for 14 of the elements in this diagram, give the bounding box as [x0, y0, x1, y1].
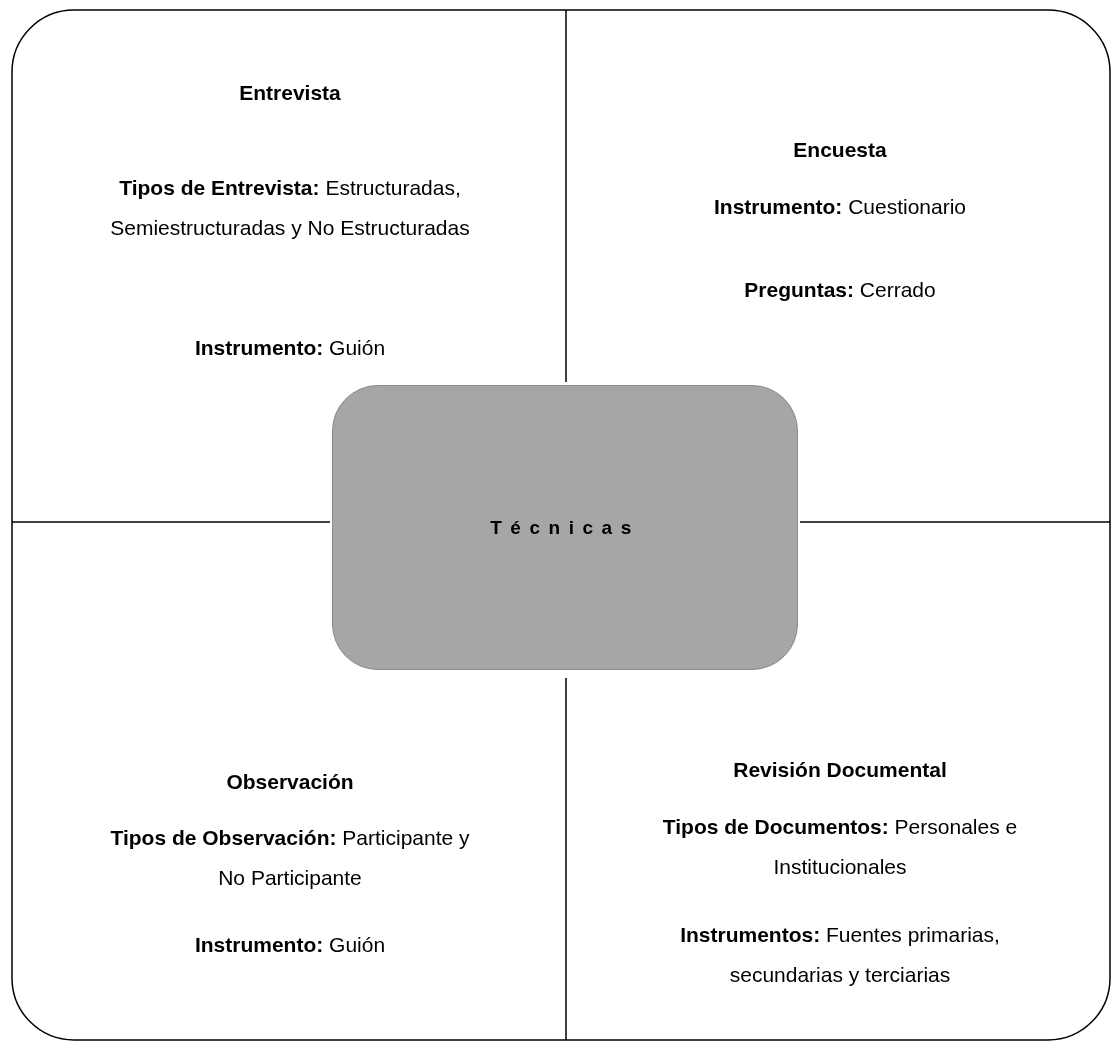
description-text: Preguntas: Cerrado — [743, 277, 937, 303]
section-heading: Encuesta — [792, 137, 888, 163]
description-text: Instrumento: Cuestionario — [712, 194, 968, 220]
central-box — [332, 385, 798, 670]
description-text: Instrumentos: Fuentes primarias, secundarias y terciarias — [679, 922, 1001, 988]
description-text: Instrumento: Guión — [193, 932, 387, 958]
section-heading: Técnicas — [490, 515, 640, 540]
description-text: Tipos de Entrevista: Estructuradas, Semiestructuradas y No Estructuradas — [109, 175, 471, 241]
section-heading: Revisión Documental — [732, 757, 948, 783]
description-text: Instrumento: Guión — [193, 335, 387, 361]
section-heading: Observación — [225, 769, 355, 795]
description-text: Tipos de Observación: Participante y No Participante — [109, 825, 471, 891]
description-text: Tipos de Documentos: Personales e Institucionales — [661, 814, 1019, 880]
section-heading: Entrevista — [238, 80, 342, 106]
